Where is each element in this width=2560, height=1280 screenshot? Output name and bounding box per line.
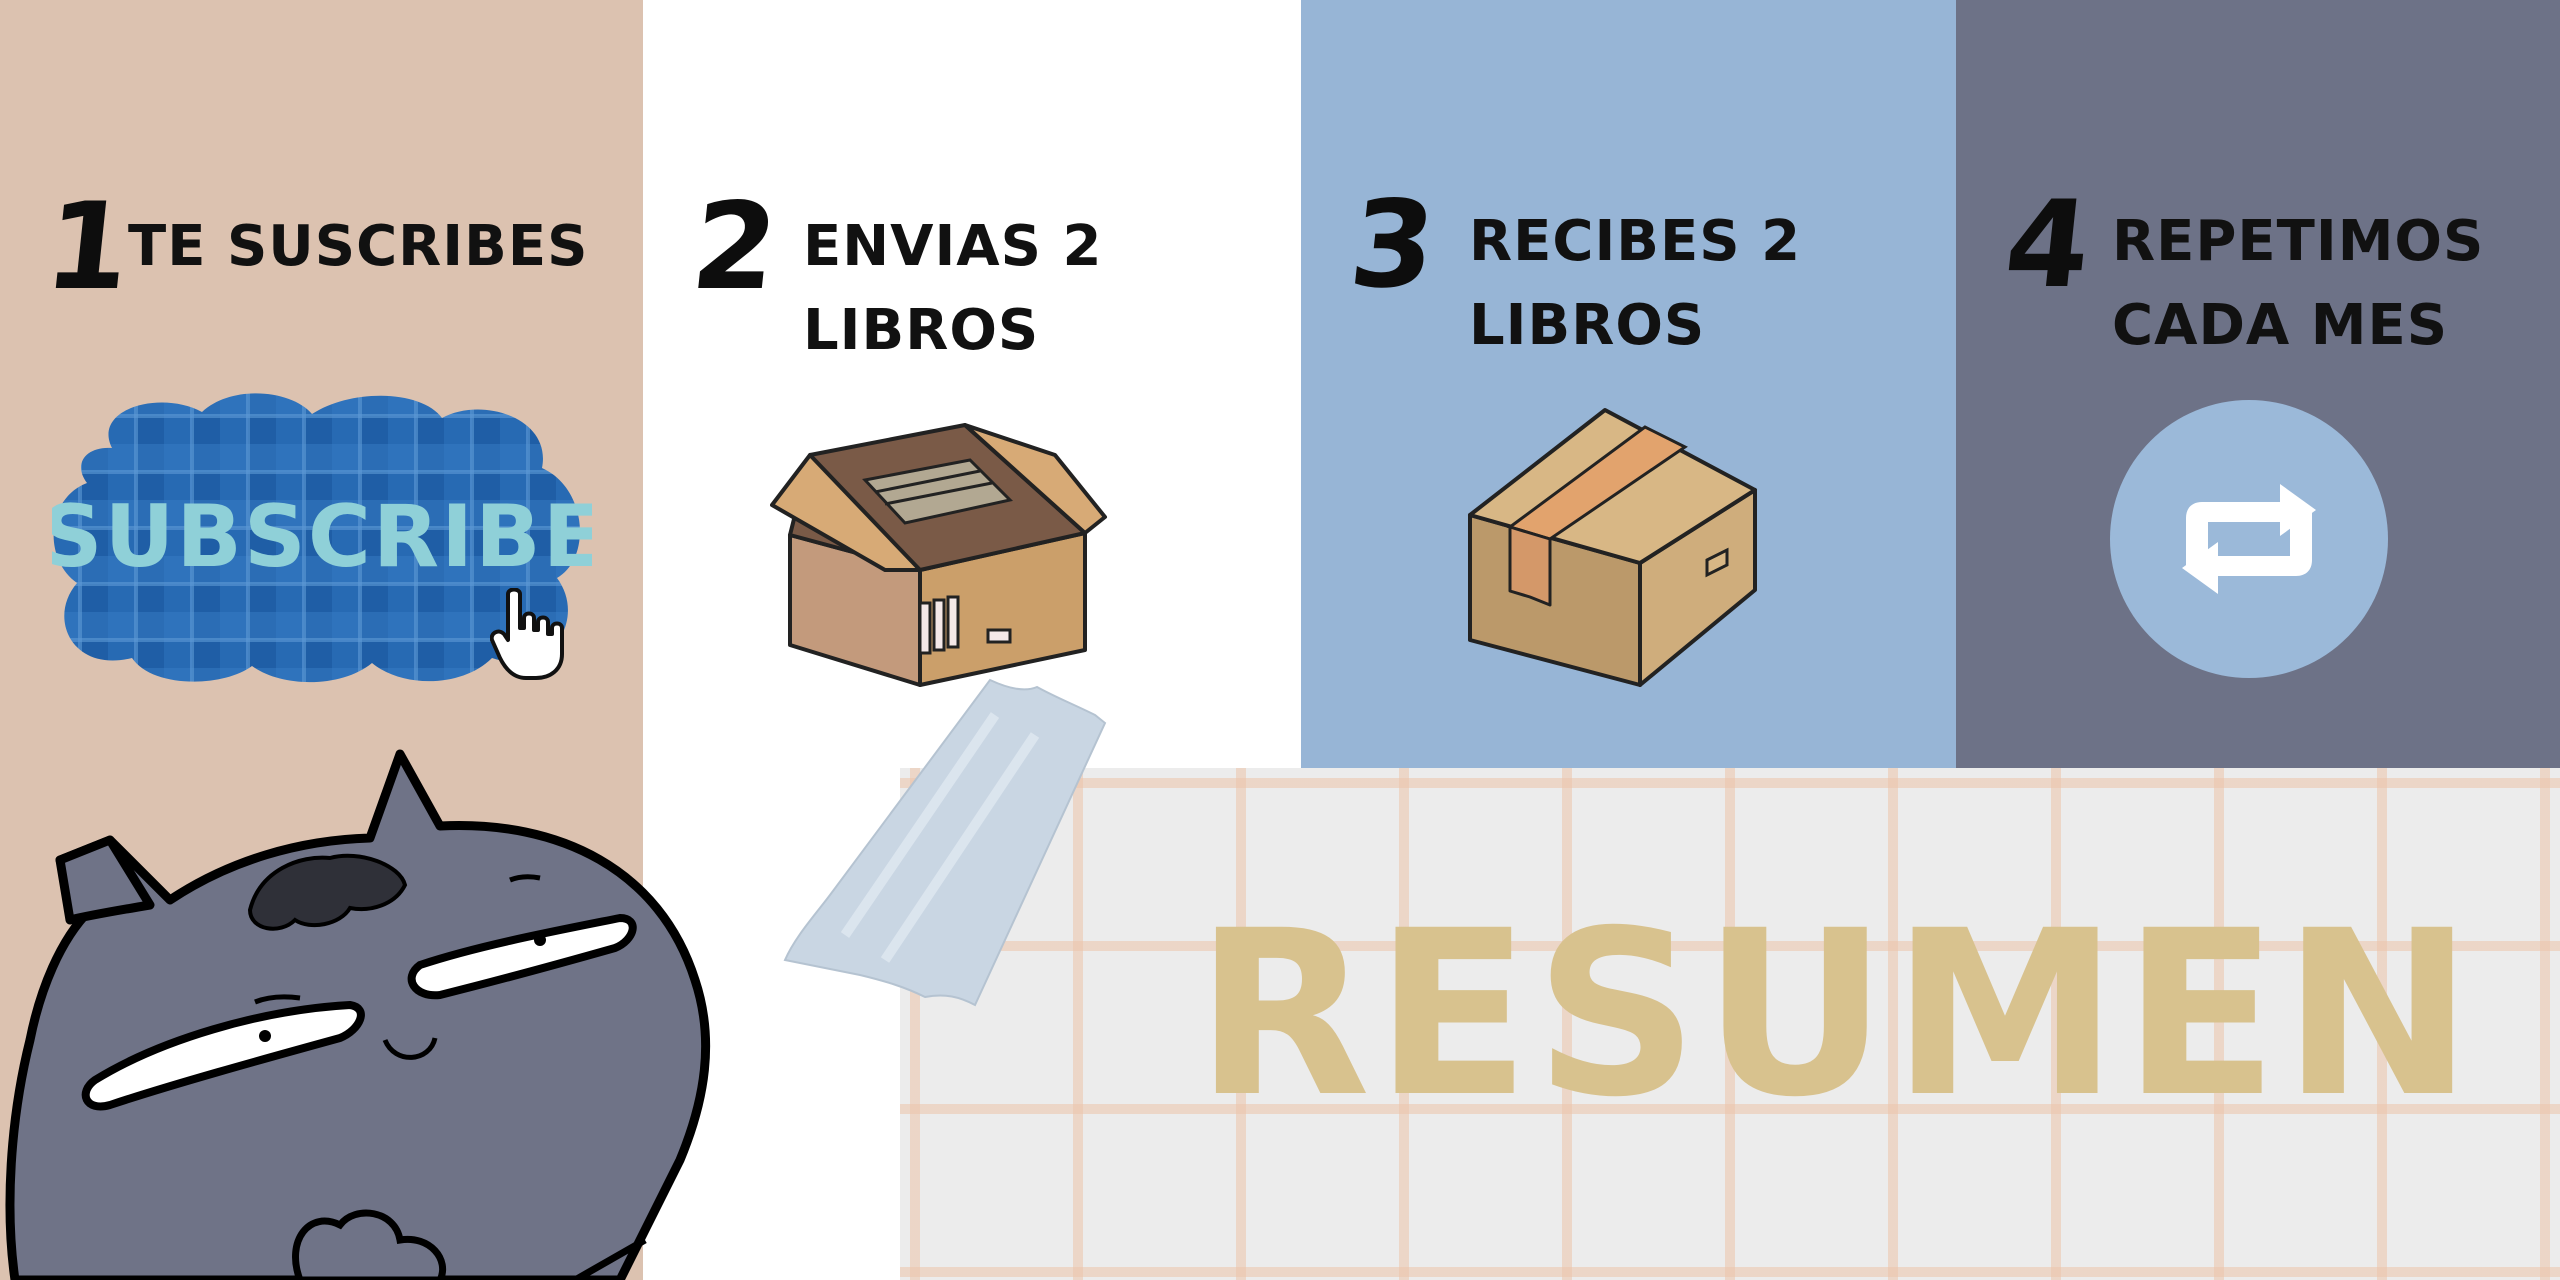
step-3-number: 3	[1343, 176, 1442, 315]
open-box-icon	[770, 423, 1107, 687]
subscribe-badge: SUBSCRIBE	[52, 393, 592, 683]
tape-icon	[783, 678, 1107, 1007]
cat-mascot	[5, 749, 711, 1280]
step-1-title: TE SUSCRIBES	[128, 214, 589, 279]
subscribe-badge-label: SUBSCRIBE	[52, 487, 592, 587]
step-4-number: 4	[1998, 176, 2097, 315]
step-3-title: RECIBES 2 LIBROS	[1469, 209, 1802, 358]
repeat-icon	[2110, 400, 2388, 678]
step-2-title: ENVIAS 2 LIBROS	[803, 214, 1103, 363]
step-2-number: 2	[685, 178, 784, 317]
step-4-title: REPETIMOS CADA MES	[2112, 209, 2485, 358]
closed-box-icon	[1468, 408, 1757, 687]
summary-title: RESUMEN	[1195, 881, 2478, 1147]
summary-grid-background	[900, 768, 2560, 1280]
step-1-number: 1	[38, 178, 137, 317]
hand-pointer-icon	[490, 588, 564, 680]
